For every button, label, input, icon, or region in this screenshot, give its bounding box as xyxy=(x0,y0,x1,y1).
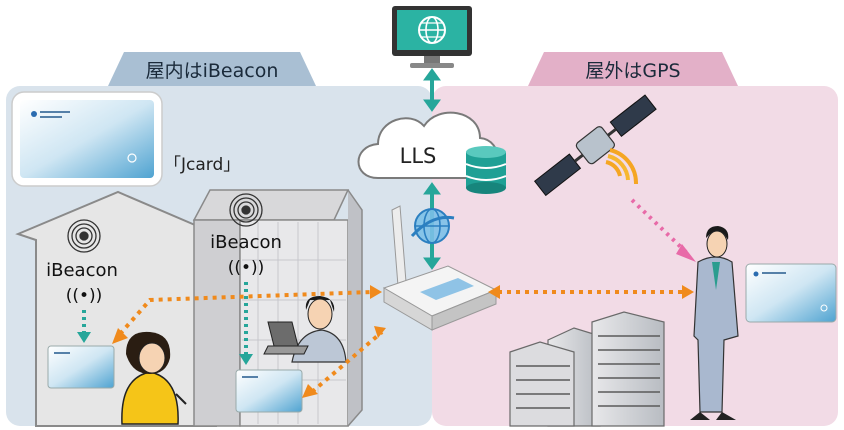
arrow-satellite-person xyxy=(630,198,696,262)
globe-icon xyxy=(410,208,455,244)
indoor-tab-label: 屋内はiBeacon xyxy=(146,60,279,82)
outdoor-region xyxy=(432,86,838,426)
card-label: 「Jcard」 xyxy=(164,155,240,175)
person-at-laptop xyxy=(263,296,347,363)
outdoor-tab xyxy=(528,52,738,86)
building-beacon-signal: ((•)) xyxy=(228,258,265,278)
arrow-building-beacon-card xyxy=(239,282,253,365)
house-beacon-signal: ((•)) xyxy=(66,286,103,306)
cloud-label: LLS xyxy=(400,144,437,168)
building-card xyxy=(235,369,303,413)
indoor-tab xyxy=(108,52,316,86)
person-woman xyxy=(121,331,187,425)
house-beacon-label: iBeacon xyxy=(46,260,118,281)
arrow-house-router xyxy=(112,285,382,344)
person-standing xyxy=(690,226,739,420)
arrow-building-router xyxy=(302,326,386,398)
house xyxy=(15,190,217,427)
beacon-signal-icon xyxy=(67,219,101,253)
outdoor-tab-label: 屋外はGPS xyxy=(585,60,680,82)
satellite-icon xyxy=(533,94,657,197)
building-beacon-label: iBeacon xyxy=(210,232,282,253)
monitor-icon xyxy=(392,6,472,68)
arrow-router-person xyxy=(488,285,694,299)
person-card xyxy=(745,263,837,323)
beacon-signal-icon xyxy=(229,193,263,227)
city-buildings xyxy=(509,311,665,427)
arrow-house-beacon-card xyxy=(77,310,91,343)
jcard-sample xyxy=(11,91,163,187)
house-card xyxy=(47,345,115,389)
database-icon xyxy=(465,146,507,194)
arrow-monitor-cloud xyxy=(423,68,441,112)
